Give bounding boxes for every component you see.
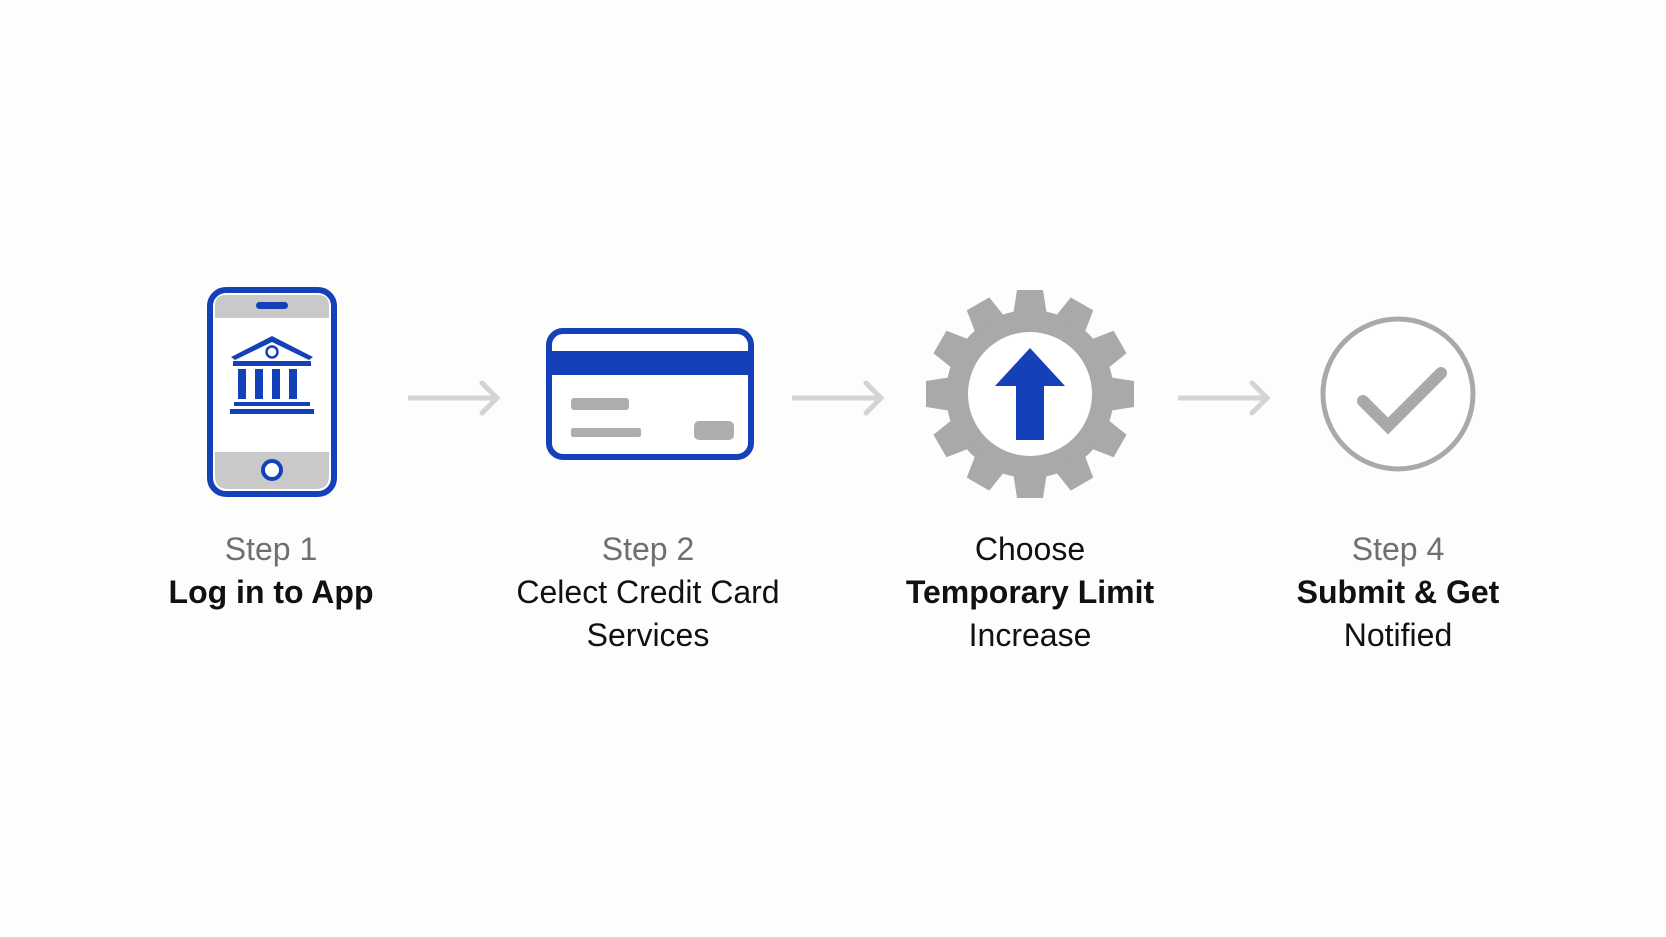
credit-card-icon [546,328,754,460]
step-1-label: Step 1 Log in to App [101,528,441,614]
step-title-prefix: Choose [974,531,1086,567]
step-title-continued: Increase [968,617,1092,653]
arrow-right-icon [792,380,885,416]
step-2-label: Step 2 Celect Credit Card Services [478,528,818,657]
check-circle-icon [1320,316,1476,472]
step-number: Step 4 [1351,531,1445,567]
gear-up-arrow-icon [926,290,1134,498]
step-3-label: Choose Temporary Limit Increase [860,528,1200,657]
step-title-continued: Notified [1343,617,1453,653]
step-number: Step 2 [601,531,695,567]
step-title-continued: Services [586,617,710,653]
smartphone-bank-icon [207,287,337,497]
arrow-right-icon [408,380,501,416]
step-4-label: Step 4 Submit & Get Notified [1228,528,1568,657]
arrow-right-icon [1178,380,1271,416]
step-title: Temporary Limit [905,574,1155,610]
step-title: Log in to App [168,574,374,610]
step-title: Submit & Get [1296,574,1500,610]
step-number: Step 1 [224,531,318,567]
step-title: Celect Credit Card [516,574,780,610]
